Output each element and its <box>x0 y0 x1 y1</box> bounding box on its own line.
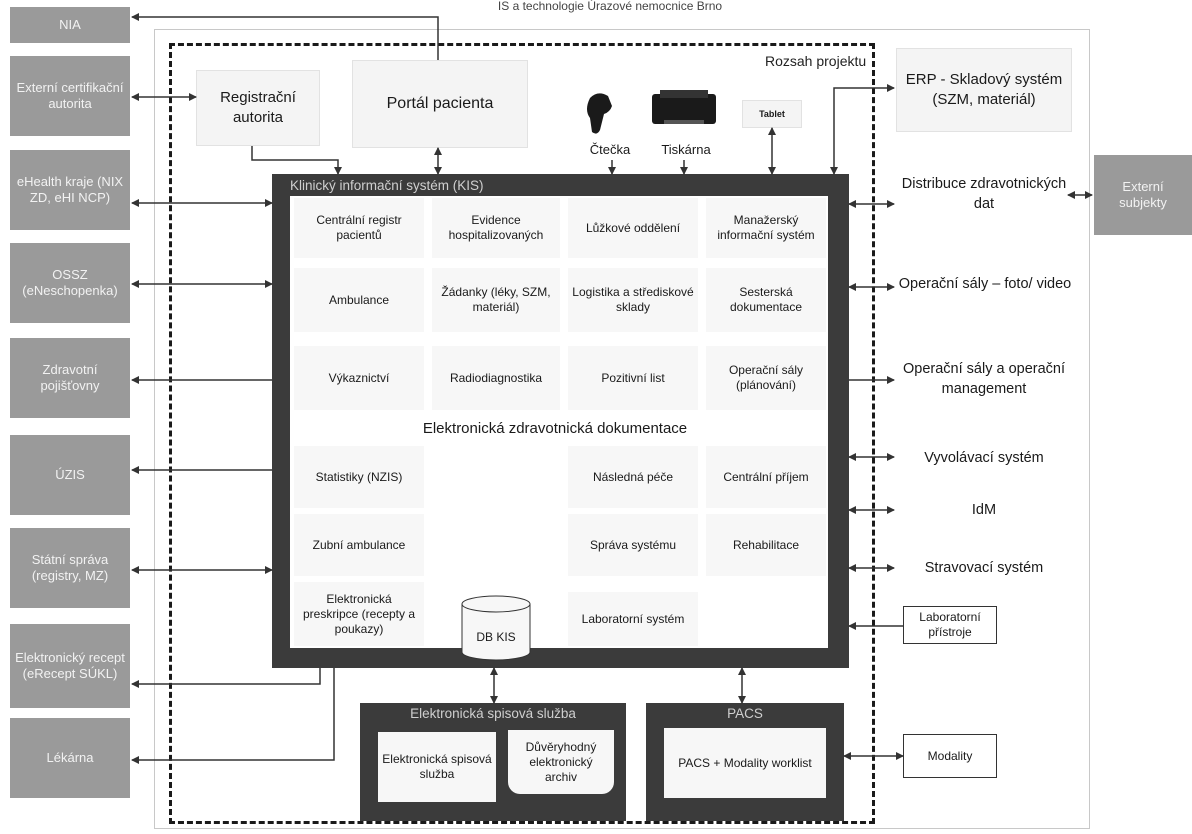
right-entity-data-distribution: Distribuce zdravotnických dat <box>901 176 1067 212</box>
right-entity-catering: Stravovací systém <box>924 560 1044 576</box>
left-entity-ehealth: eHealth kraje (NIX ZD, eHI NCP) <box>10 150 130 230</box>
module-statistics: Statistiky (NZIS) <box>294 446 424 508</box>
db-kis-label: DB KIS <box>476 630 516 644</box>
printer-label: Tiskárna <box>661 141 711 157</box>
module-laboratory: Laboratorní systém <box>568 592 698 646</box>
module-follow-up-care: Následná péče <box>568 446 698 508</box>
scope-label: Rozsah projektu <box>765 53 867 69</box>
lab-devices-box: Laboratorní přístroje <box>903 606 997 644</box>
module-bed-department: Lůžkové oddělení <box>568 198 698 258</box>
module-reporting: Výkaznictví <box>294 346 424 410</box>
ess-item-filing: Elektronická spisová služba <box>378 732 496 802</box>
right-entity-queue-system: Vyvolávací systém <box>924 450 1044 466</box>
module-central-registry: Centrální registr pacientů <box>294 198 424 258</box>
left-entity-pharmacy: Lékárna <box>10 718 130 798</box>
left-entity-nia: NIA <box>10 7 130 43</box>
module-e-prescription: Elektronická preskripce (recepty a pouka… <box>294 582 424 646</box>
module-rehabilitation: Rehabilitace <box>706 514 826 576</box>
left-entity-insurance: Zdravotní pojišťovny <box>10 338 130 418</box>
left-entity-ossz: OSSZ (eNeschopenka) <box>10 243 130 323</box>
ezd-label: Elektronická zdravotnická dokumentace <box>422 419 688 437</box>
module-ambulance: Ambulance <box>294 268 424 332</box>
module-dental: Zubní ambulance <box>294 514 424 576</box>
pacs-title: PACS <box>727 706 763 721</box>
modality-box: Modality <box>903 734 997 778</box>
tablet-box: Tablet <box>742 100 802 128</box>
right-entity-idm: IdM <box>971 502 997 518</box>
pacs-item: PACS + Modality worklist <box>664 728 826 798</box>
right-entity-erp: ERP - Skladový systém (SZM, materiál) <box>896 48 1072 132</box>
module-requests: Žádanky (léky, SZM, materiál) <box>432 268 560 332</box>
module-nursing-docs: Sesterská dokumentace <box>706 268 826 332</box>
module-central-admission: Centrální příjem <box>706 446 826 508</box>
left-entity-state: Státní správa (registry, MZ) <box>10 528 130 608</box>
kis-title: Klinický informační systém (KIS) <box>290 178 484 193</box>
reader-label: Čtečka <box>589 141 631 157</box>
module-radiology: Radiodiagnostika <box>432 346 560 410</box>
barcode-reader-icon <box>587 93 612 134</box>
module-system-admin: Správa systému <box>568 514 698 576</box>
project-scope-border <box>169 43 875 824</box>
ess-item-archive: Důvěryhodný elektronický archiv <box>508 730 614 794</box>
ess-title: Elektronická spisová služba <box>410 706 576 721</box>
left-entity-uzis: ÚZIS <box>10 435 130 515</box>
module-positive-list: Pozitivní list <box>568 346 698 410</box>
module-logistics: Logistika a střediskové sklady <box>568 268 698 332</box>
left-entity-erecept: Elektronický recept (eRecept SÚKL) <box>10 624 130 708</box>
module-management-is: Manažerský informační systém <box>706 198 826 258</box>
right-entity-or-video: Operační sály – foto/ video <box>898 276 1072 292</box>
patient-portal-box: Portál pacienta <box>352 60 528 148</box>
right-entity-or-management: Operační sály a operační management <box>902 361 1065 397</box>
left-entity-cert-authority: Externí certifikační autorita <box>10 56 130 136</box>
printer-icon <box>652 90 716 124</box>
page-title: IS a technologie Úrazové nemocnice Brno <box>497 0 723 13</box>
outer-frame <box>154 29 1090 829</box>
module-hospitalized: Evidence hospitalizovaných <box>432 198 560 258</box>
external-subjects-box: Externí subjekty <box>1094 155 1192 235</box>
registration-authority-box: Registrační autorita <box>196 70 320 146</box>
module-or-planning: Operační sály (plánování) <box>706 346 826 410</box>
